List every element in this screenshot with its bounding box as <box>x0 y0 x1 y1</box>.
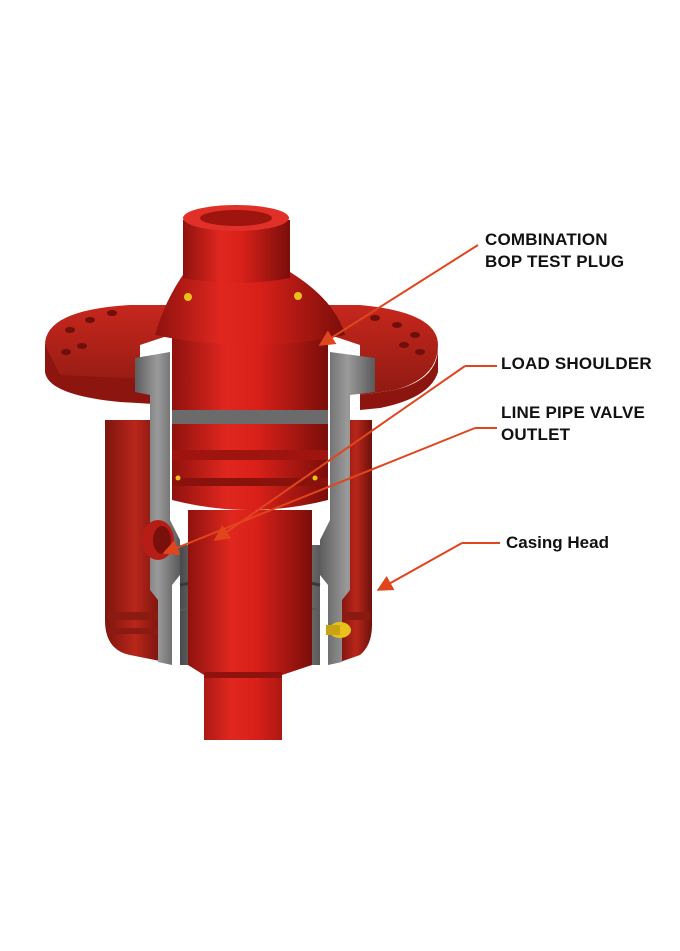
test-port-right <box>294 292 302 300</box>
lock-screw <box>326 622 351 638</box>
arrow-casing-head <box>376 542 463 591</box>
label-line-pipe-line1: LINE PIPE VALVE <box>501 403 646 422</box>
flange-bolt-holes <box>61 310 425 355</box>
combination-bop-test-plug <box>155 205 345 740</box>
line-pipe-valve-outlet-port <box>142 520 174 560</box>
label-combination-bop-test-plug: COMBINATION BOP TEST PLUG <box>485 229 624 273</box>
label-line-pipe-line2: OUTLET <box>501 425 571 444</box>
label-line-pipe-valve-outlet: LINE PIPE VALVE OUTLET <box>501 402 645 446</box>
arrow-load-shoulder <box>213 365 466 541</box>
label-combination-line2: BOP TEST PLUG <box>485 252 625 271</box>
arrow-line-pipe <box>162 427 476 556</box>
label-load-shoulder: LOAD SHOULDER <box>501 353 652 375</box>
label-casing-head-line1: Casing Head <box>506 533 609 552</box>
label-combination-line1: COMBINATION <box>485 230 608 249</box>
label-casing-head: Casing Head <box>506 532 609 554</box>
test-port-left <box>184 293 192 301</box>
label-load-shoulder-line1: LOAD SHOULDER <box>501 354 652 373</box>
callout-arrows <box>162 244 500 591</box>
arrow-combination <box>318 244 479 346</box>
